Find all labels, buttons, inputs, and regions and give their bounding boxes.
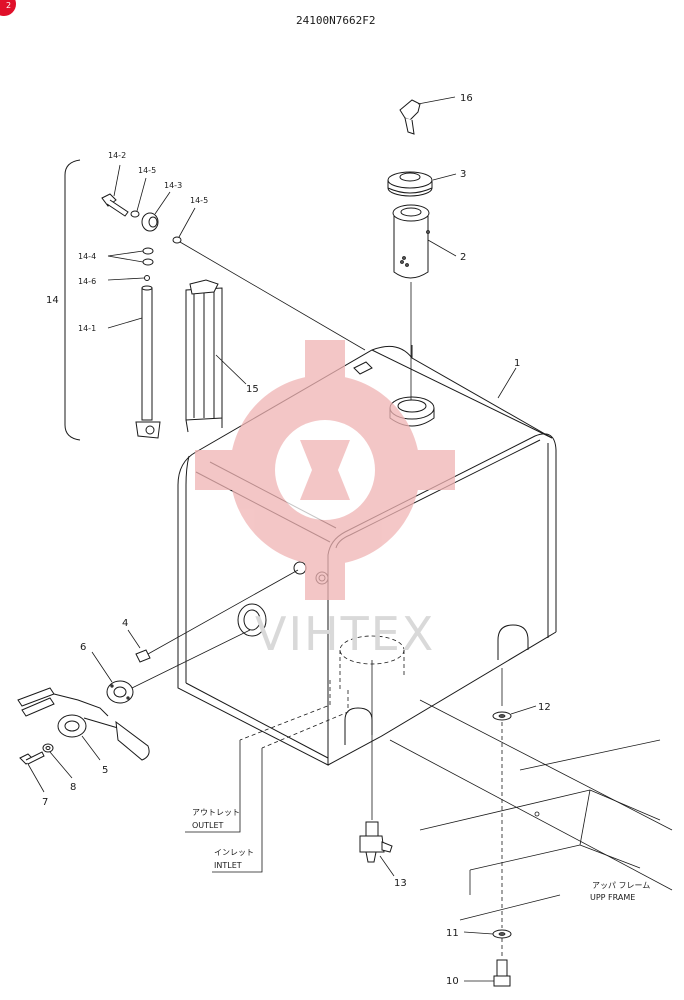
callout-14-6: 14-6 bbox=[78, 277, 96, 286]
inlet-label-jp: インレット bbox=[214, 848, 254, 857]
part-14-3-cap bbox=[141, 191, 171, 232]
callout-14-3: 14-3 bbox=[164, 181, 182, 190]
callout-14-2: 14-2 bbox=[108, 151, 126, 160]
part-10-bolt bbox=[464, 959, 511, 987]
callout-12: 12 bbox=[538, 702, 551, 713]
upper-frame bbox=[389, 699, 673, 921]
part-7-bolt bbox=[19, 751, 45, 793]
part-11-washer bbox=[463, 929, 512, 958]
callout-2: 2 bbox=[460, 252, 466, 263]
part-13-drain-valve bbox=[359, 660, 395, 877]
outlet-label-jp: アウトレット bbox=[192, 808, 240, 817]
callout-16: 16 bbox=[460, 93, 473, 104]
part-14-2-bolt bbox=[101, 164, 129, 217]
part-8-washer bbox=[42, 743, 73, 779]
part-2-filter bbox=[392, 204, 457, 400]
part-15-strainer bbox=[185, 279, 247, 433]
callout-14-4: 14-4 bbox=[78, 252, 96, 261]
part-6-gasket bbox=[91, 629, 251, 704]
outlet-label-en: OUTLET bbox=[192, 821, 224, 830]
part-16-key bbox=[399, 96, 456, 135]
callout-14-5-upper: 14-5 bbox=[138, 166, 156, 175]
part-14-5-oring-upper bbox=[130, 177, 147, 218]
group-14-bracket bbox=[64, 159, 81, 441]
watermark-text: VIHTEX bbox=[255, 607, 435, 661]
inlet-label-en: INTLET bbox=[214, 861, 242, 870]
part-14-5-oring-lower bbox=[172, 207, 366, 351]
part-12-washer bbox=[492, 668, 537, 928]
callout-11: 11 bbox=[446, 928, 459, 939]
callout-14-1: 14-1 bbox=[78, 324, 96, 333]
drawing-number: 24100N7662F2 bbox=[296, 14, 375, 27]
part-4-plug bbox=[127, 569, 299, 663]
callout-1: 1 bbox=[514, 358, 520, 369]
port-leaders bbox=[185, 740, 263, 873]
callout-7: 7 bbox=[42, 797, 48, 808]
callout-10: 10 bbox=[446, 976, 459, 987]
callout-14-5-lower: 14-5 bbox=[190, 196, 208, 205]
watermark bbox=[195, 340, 455, 600]
part-14-1-pipe bbox=[107, 285, 161, 439]
upper-frame-label-en: UPP FRAME bbox=[590, 893, 635, 902]
callout-3: 3 bbox=[460, 169, 466, 180]
callout-14: 14 bbox=[46, 295, 59, 306]
callout-6: 6 bbox=[80, 642, 86, 653]
callout-5: 5 bbox=[102, 765, 108, 776]
callout-8: 8 bbox=[70, 782, 76, 793]
callout-13: 13 bbox=[394, 878, 407, 889]
corner-badge: 2 bbox=[0, 0, 16, 16]
part-14-4-washers bbox=[107, 247, 154, 266]
part-14-6-ring bbox=[107, 275, 150, 281]
callout-4: 4 bbox=[122, 618, 128, 629]
part-5-sensor bbox=[17, 687, 150, 761]
part-3-filler-cap bbox=[387, 171, 457, 197]
leader-1 bbox=[497, 367, 517, 399]
upper-frame-label-jp: アッパ フレーム bbox=[592, 881, 650, 890]
corner-badge-label: 2 bbox=[6, 1, 11, 10]
callout-15: 15 bbox=[246, 384, 259, 395]
